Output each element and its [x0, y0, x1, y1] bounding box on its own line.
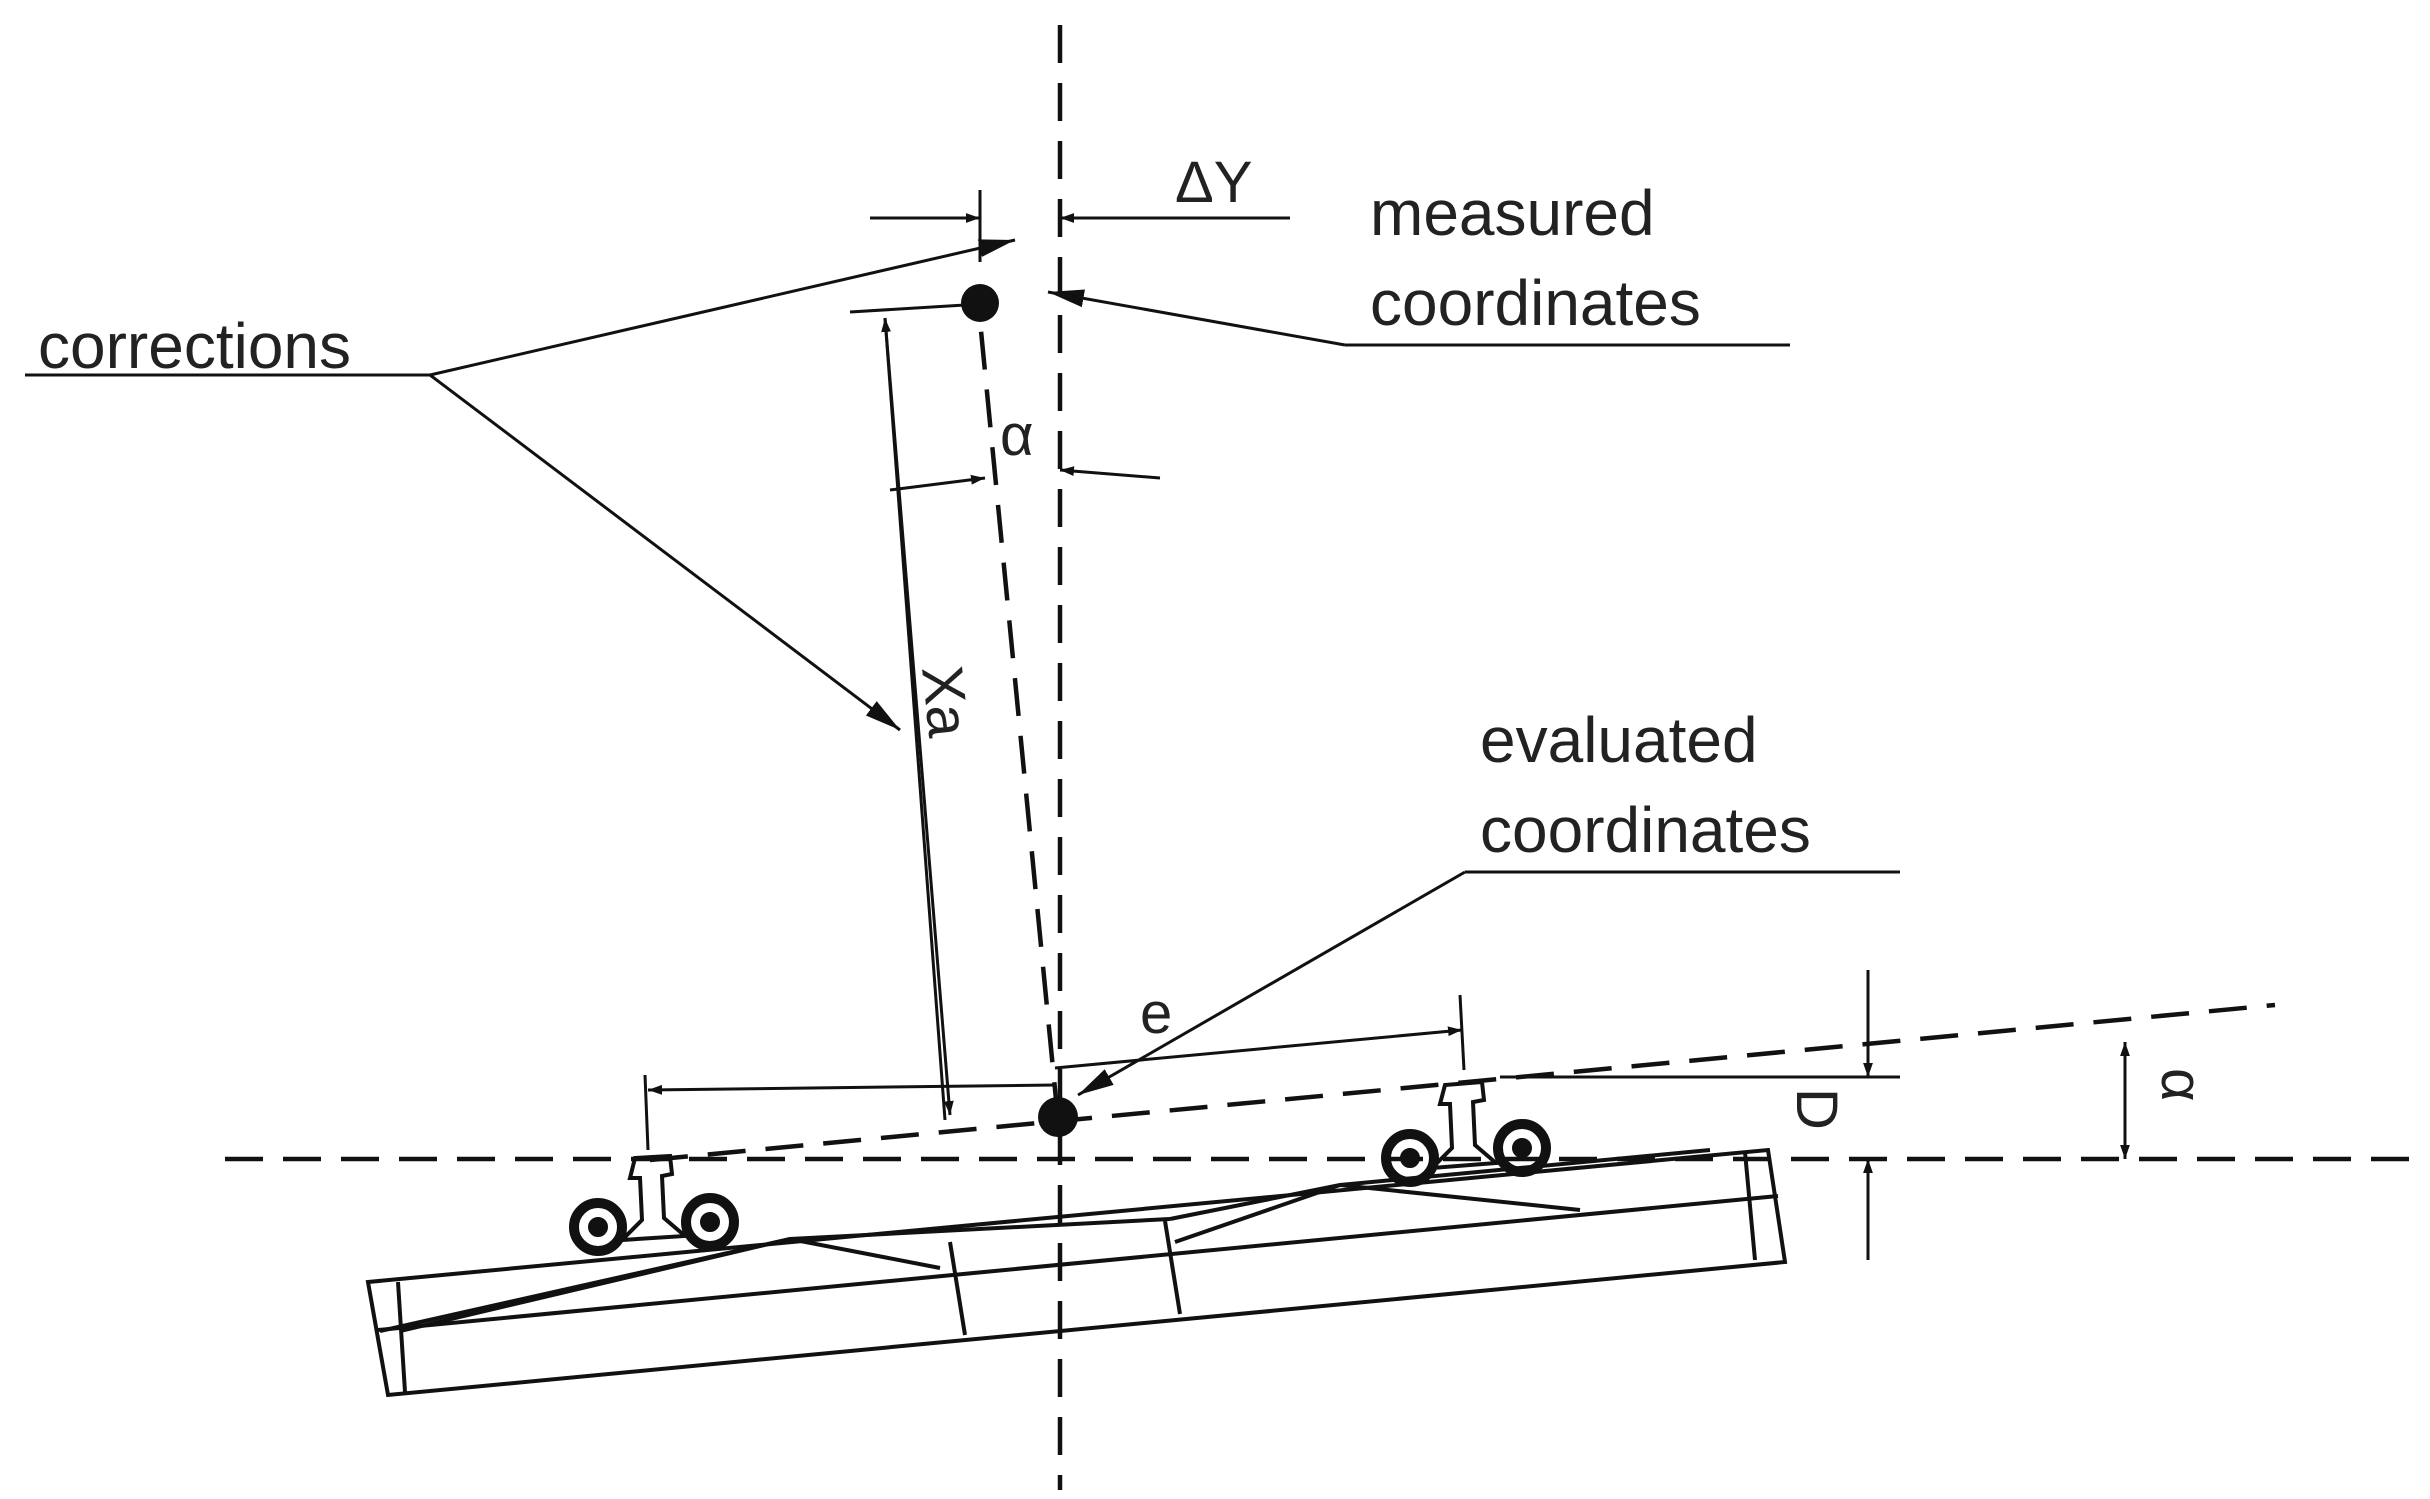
- dimensions: [643, 190, 2130, 1260]
- sleeper: [365, 1147, 1788, 1398]
- alpha-right-label: α: [2149, 1068, 2214, 1102]
- measured-label-line2: coordinates: [1370, 267, 1701, 339]
- right-rail: [1381, 1079, 1551, 1187]
- evaluated-point: [1038, 1097, 1078, 1137]
- e-label: e: [1140, 981, 1172, 1046]
- measured-point: [961, 284, 999, 322]
- left-rail: [569, 1153, 739, 1256]
- xa-label: Xa: [909, 663, 981, 741]
- measured-label-line1: measured: [1370, 177, 1655, 249]
- tilted-perpendicular-axis: [975, 299, 1061, 1121]
- delta-y-label: ΔY: [1175, 150, 1252, 215]
- evaluated-label-line1: evaluated: [1480, 704, 1758, 776]
- reference-axes: [225, 25, 2415, 1490]
- evaluated-label-line2: coordinates: [1480, 794, 1811, 866]
- leader-lines: [25, 238, 1900, 1097]
- d-label: D: [1784, 1088, 1849, 1130]
- corrections-label: corrections: [38, 310, 351, 382]
- alpha-top-label: α: [1000, 403, 1034, 468]
